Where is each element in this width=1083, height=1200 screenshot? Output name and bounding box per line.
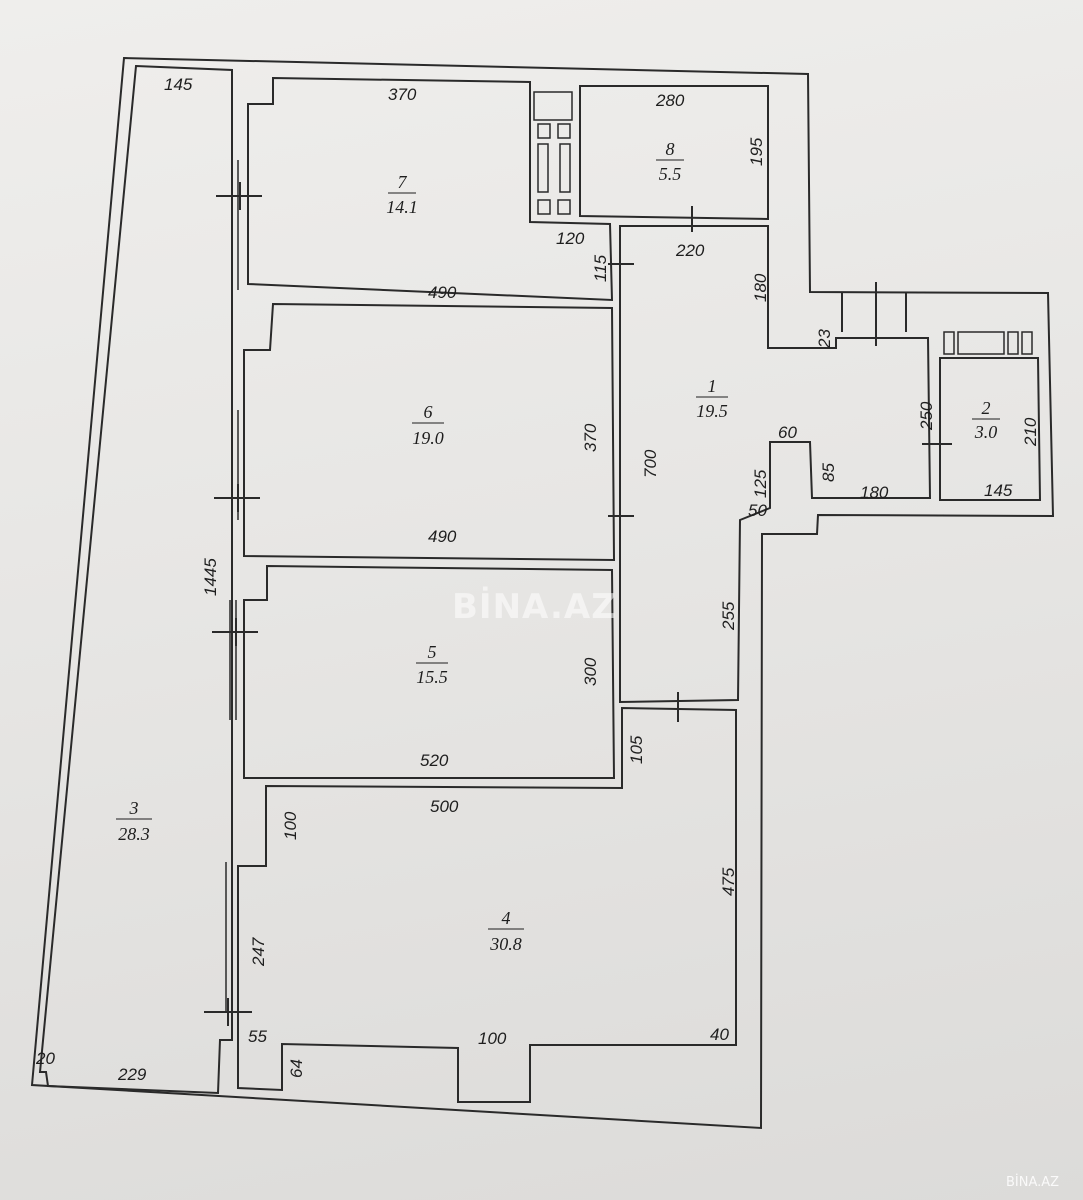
bath-fixtures bbox=[533, 91, 573, 215]
dim-label: 490 bbox=[428, 527, 457, 546]
dim-label: 120 bbox=[556, 229, 585, 248]
room-5-wall bbox=[243, 564, 616, 779]
dim-label: 370 bbox=[388, 85, 417, 104]
dim-label: 195 bbox=[747, 137, 766, 166]
svg-text:19.5: 19.5 bbox=[696, 401, 728, 421]
dim-label: 23 bbox=[815, 329, 834, 349]
svg-text:2: 2 bbox=[982, 398, 991, 418]
room-label-6: 6 19.0 bbox=[412, 402, 444, 448]
dim-label: 100 bbox=[281, 811, 300, 840]
dim-label: 475 bbox=[719, 867, 738, 896]
dim-label: 300 bbox=[581, 657, 600, 686]
svg-text:1: 1 bbox=[708, 376, 717, 396]
dim-label: 40 bbox=[710, 1025, 729, 1044]
passage-wall bbox=[841, 292, 907, 332]
room-label-4: 4 30.8 bbox=[488, 908, 524, 954]
room-label-3: 3 28.3 bbox=[116, 798, 152, 844]
svg-text:3: 3 bbox=[129, 798, 139, 818]
dim-label: 145 bbox=[984, 481, 1013, 500]
room-1-wall bbox=[619, 225, 932, 704]
dim-label: 100 bbox=[478, 1029, 507, 1048]
room-3-wall bbox=[38, 64, 233, 1095]
room-label-2: 2 3.0 bbox=[972, 398, 1000, 442]
dim-label: 250 bbox=[917, 401, 936, 431]
dim-label: 220 bbox=[675, 241, 705, 260]
dim-label: 60 bbox=[778, 423, 797, 442]
dim-label: 55 bbox=[248, 1027, 267, 1046]
dim-label: 105 bbox=[627, 735, 646, 764]
room-label-1: 1 19.5 bbox=[696, 376, 728, 421]
dim-label: 247 bbox=[249, 937, 268, 967]
dim-label: 490 bbox=[428, 283, 457, 302]
room-label-8: 8 5.5 bbox=[656, 139, 684, 184]
dim-label: 210 bbox=[1021, 417, 1040, 447]
watermark-center: BİNA.AZ bbox=[452, 586, 617, 627]
dim-label: 125 bbox=[751, 469, 770, 498]
room-4-wall bbox=[237, 706, 737, 1103]
dim-label: 229 bbox=[117, 1065, 147, 1084]
svg-text:8: 8 bbox=[666, 139, 675, 159]
svg-text:5.5: 5.5 bbox=[659, 164, 682, 184]
dim-label: 115 bbox=[591, 254, 610, 282]
room-6-wall bbox=[243, 302, 616, 562]
dim-label: 145 bbox=[164, 75, 193, 94]
dim-label: 50 bbox=[748, 501, 767, 520]
svg-text:4: 4 bbox=[502, 908, 511, 928]
svg-text:30.8: 30.8 bbox=[489, 934, 522, 954]
room-label-7: 7 14.1 bbox=[386, 172, 418, 217]
dim-label: 1445 bbox=[201, 558, 220, 596]
svg-text:6: 6 bbox=[424, 402, 433, 422]
dim-label: 180 bbox=[860, 483, 889, 502]
dim-label: 370 bbox=[581, 423, 600, 452]
dim-label: 64 bbox=[287, 1059, 306, 1078]
svg-text:14.1: 14.1 bbox=[386, 197, 418, 217]
room-3-inner-window bbox=[225, 160, 239, 1012]
room-2-wall bbox=[939, 357, 1042, 501]
dim-label: 280 bbox=[655, 91, 685, 110]
svg-text:7: 7 bbox=[398, 172, 408, 192]
watermark-corner: BİNA.AZ bbox=[1006, 1174, 1059, 1190]
outer-wall bbox=[30, 56, 1055, 1130]
dim-label: 180 bbox=[751, 273, 770, 302]
svg-text:15.5: 15.5 bbox=[416, 667, 448, 687]
dim-label: 700 bbox=[641, 449, 660, 478]
door-marks bbox=[204, 182, 952, 1026]
room-8-wall bbox=[579, 85, 769, 221]
svg-text:3.0: 3.0 bbox=[974, 422, 998, 442]
dim-label: 85 bbox=[819, 463, 838, 482]
dim-label: 500 bbox=[430, 797, 459, 816]
svg-text:5: 5 bbox=[428, 642, 437, 662]
room-label-5: 5 15.5 bbox=[416, 642, 448, 687]
dim-label: 520 bbox=[420, 751, 449, 770]
dim-label: 255 bbox=[719, 601, 738, 631]
small-fixture bbox=[943, 331, 1033, 355]
room-7-wall bbox=[247, 76, 614, 302]
svg-text:28.3: 28.3 bbox=[118, 824, 150, 844]
dim-label: 20 bbox=[35, 1049, 55, 1068]
svg-text:19.0: 19.0 bbox=[412, 428, 444, 448]
